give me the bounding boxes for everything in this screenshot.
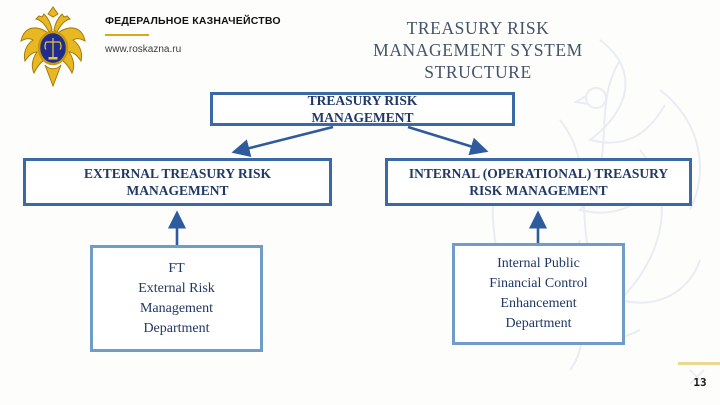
crown	[47, 6, 59, 18]
box-external-treasury-risk-management: EXTERNAL TREASURY RISK MANAGEMENT	[23, 158, 332, 206]
box-treasury-risk-management: TREASURY RISK MANAGEMENT	[210, 92, 515, 126]
box-label: INTERNAL (OPERATIONAL) TREASURY RISK MAN…	[408, 166, 669, 198]
box-internal-operational-treasury-risk-management: INTERNAL (OPERATIONAL) TREASURY RISK MAN…	[385, 158, 692, 206]
logo-text-block: ФЕДЕРАЛЬНОЕ КАЗНАЧЕЙСТВО www.roskazna.ru	[105, 15, 281, 55]
box-label: Internal Public Financial Control Enhanc…	[489, 256, 588, 331]
slide-title: TREASURY RISK MANAGEMENT SYSTEM STRUCTUR…	[328, 17, 628, 83]
tail	[44, 64, 62, 88]
right-head	[53, 13, 72, 33]
box-label: EXTERNAL TREASURY RISK MANAGEMENT	[83, 166, 272, 198]
shield-scales	[44, 38, 62, 60]
org-name: ФЕДЕРАЛЬНОЕ КАЗНАЧЕЙСТВО	[105, 15, 281, 27]
footer-gold-divider	[678, 362, 720, 365]
slide-title-line1: TREASURY RISK	[406, 18, 550, 38]
treasury-eagle-logo	[20, 6, 86, 88]
page-number: 13	[693, 376, 707, 389]
box-label: TREASURY RISK MANAGEMENT	[307, 93, 418, 125]
box-internal-public-financial-control-enhancement-department: Internal Public Financial Control Enhanc…	[452, 243, 625, 345]
logo-gold-divider	[105, 34, 149, 36]
box-ft-external-risk-management-department: FT External Risk Management Department	[90, 245, 263, 352]
org-website-link[interactable]: www.roskazna.ru	[105, 44, 182, 55]
slide-title-line2: MANAGEMENT SYSTEM STRUCTURE	[373, 40, 583, 82]
box-label: FT External Risk Management Department	[138, 260, 215, 336]
left-head	[34, 13, 53, 33]
